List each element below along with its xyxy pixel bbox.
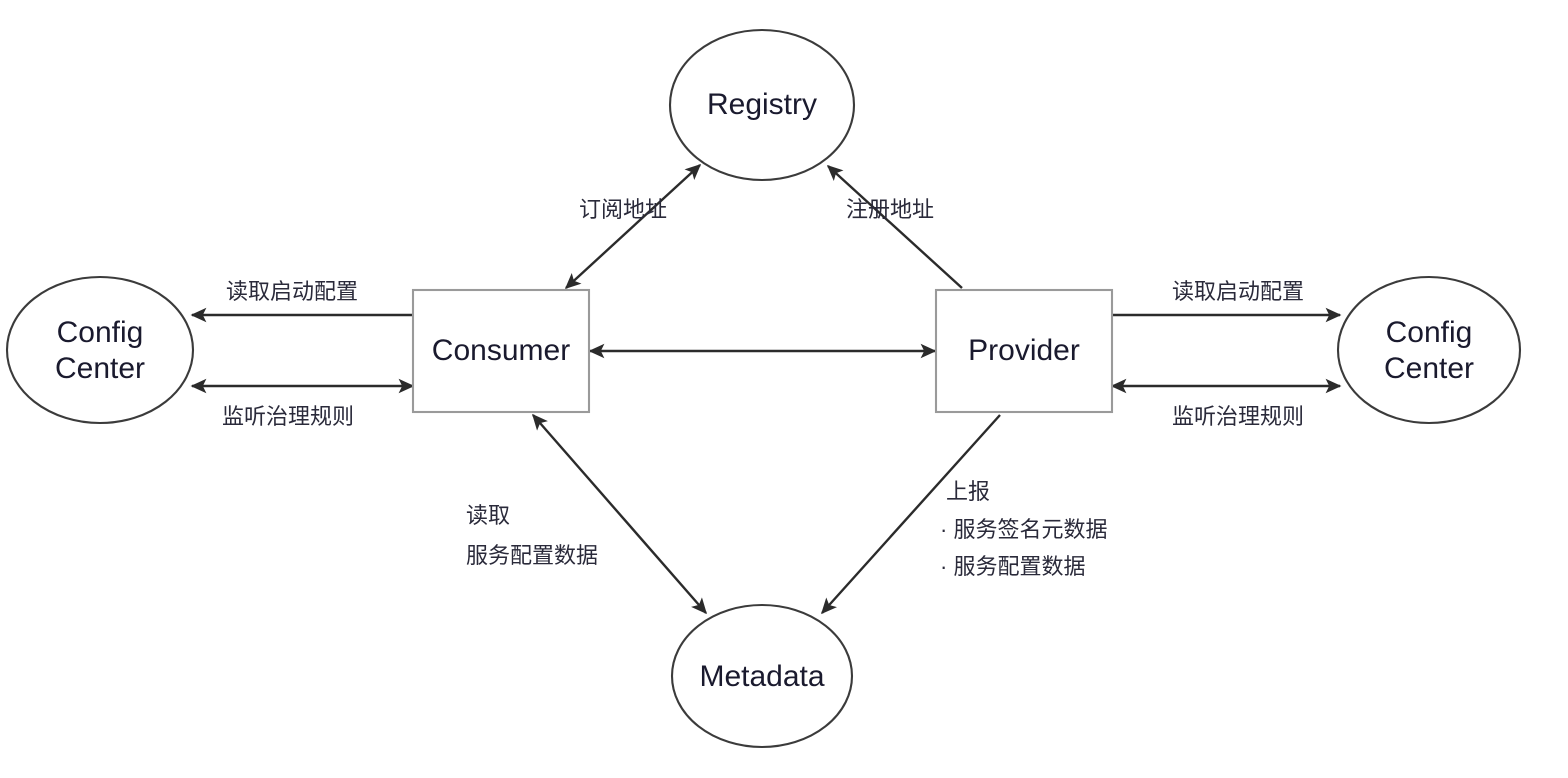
edge-label-provider-config-watch: 监听治理规则: [1172, 404, 1304, 429]
edge-label-provider-metadata-line1: 上报: [946, 479, 990, 504]
edge-label-provider-metadata-line3: · 服务配置数据: [940, 554, 1085, 579]
metadata-ellipse: [670, 603, 854, 749]
metadata-label: Metadata: [699, 660, 824, 693]
config-center-right-ellipse: [1336, 275, 1522, 425]
config-center-right-label-line1: Config: [1386, 316, 1473, 349]
node-config-center-left[interactable]: Config Center: [5, 275, 195, 425]
edge-label-provider-metadata-line2: · 服务签名元数据: [940, 517, 1107, 542]
edge-provider-metadata: [821, 414, 1001, 615]
edge-label-provider-config-read: 读取启动配置: [1172, 279, 1304, 304]
edge-label-consumer-registry: 订阅地址: [579, 197, 667, 222]
config-center-left-label-line1: Config: [57, 316, 144, 349]
registry-label: Registry: [707, 88, 817, 121]
node-registry[interactable]: Registry: [668, 28, 856, 182]
node-provider[interactable]: Provider: [934, 288, 1114, 414]
edge-label-consumer-metadata-line1: 读取: [466, 503, 510, 528]
config-center-left-ellipse: [5, 275, 195, 425]
provider-label: Provider: [968, 334, 1080, 367]
edge-consumer-registry: [564, 164, 702, 289]
edge-label-consumer-config-watch: 监听治理规则: [222, 404, 354, 429]
edge-label-provider-registry: 注册地址: [846, 197, 934, 222]
consumer-label: Consumer: [432, 334, 570, 367]
node-config-center-right[interactable]: Config Center: [1336, 275, 1522, 425]
config-center-right-label-line2: Center: [1384, 352, 1474, 385]
edge-label-consumer-config-read: 读取启动配置: [226, 279, 358, 304]
consumer-box: [411, 288, 591, 414]
edge-provider-registry: [826, 165, 963, 289]
node-metadata[interactable]: Metadata: [670, 603, 854, 749]
provider-box: [934, 288, 1114, 414]
registry-ellipse: [668, 28, 856, 182]
edge-consumer-metadata: [532, 413, 707, 615]
config-center-left-label-line2: Center: [55, 352, 145, 385]
edge-label-consumer-metadata-line2: 服务配置数据: [466, 543, 598, 568]
node-consumer[interactable]: Consumer: [411, 288, 591, 414]
